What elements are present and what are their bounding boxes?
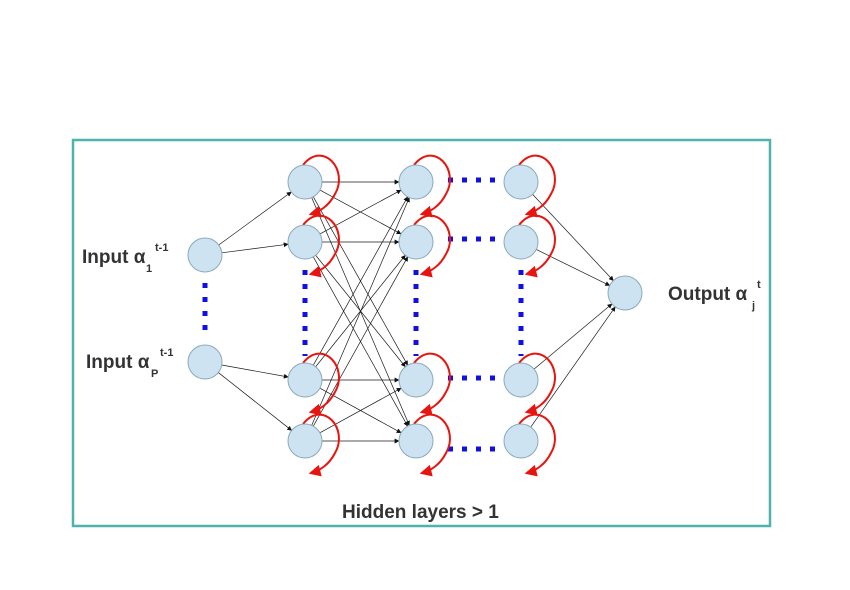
- output-superscript: t: [757, 279, 761, 291]
- edge-h1-4-h2-1: [311, 197, 410, 426]
- hidden1-node-2: [287, 224, 323, 260]
- edge-h3-1-output: [532, 194, 614, 281]
- recurrent-loops: [302, 154, 556, 477]
- recurrent-loop-h3-1: [518, 154, 556, 218]
- hidden1-node-3: [287, 362, 323, 398]
- hidden2-node-1: [398, 164, 434, 200]
- input-first-text: Input α: [82, 247, 146, 268]
- edge-input1-h1-2: [221, 242, 289, 254]
- edge-input1-h1-1: [218, 191, 292, 246]
- edge-h1-2-h2-1: [319, 189, 402, 235]
- recurrent-loop-h2-2: [413, 214, 451, 278]
- edge-h1-4-h2-3: [319, 387, 402, 434]
- edge-h3-4-output: [530, 306, 616, 428]
- connections: [218, 179, 616, 444]
- recurrent-loop-h1-1: [302, 154, 340, 218]
- input-node-1: [187, 237, 223, 273]
- input-first-label: Input α 1 t-1: [82, 242, 168, 275]
- neurons: [187, 164, 643, 459]
- hidden3-node-2: [503, 224, 539, 260]
- input-last-superscript: t-1: [160, 347, 173, 359]
- hidden3-node-4: [503, 423, 539, 459]
- input-node-2: [187, 344, 223, 380]
- hidden2-node-3: [398, 362, 434, 398]
- recurrent-loop-h3-2: [518, 214, 556, 278]
- recurrent-loop-h3-4: [518, 413, 556, 477]
- recurrent-loop-h3-3: [518, 352, 556, 416]
- recurrent-loop-h1-3: [302, 352, 340, 416]
- hidden2-node-2: [398, 224, 434, 260]
- output-subscript: j: [751, 300, 755, 312]
- recurrent-loop-h2-1: [413, 154, 451, 218]
- hidden2-node-4: [398, 423, 434, 459]
- hidden3-node-1: [503, 164, 539, 200]
- edge-inputP-h1-3: [221, 364, 289, 379]
- ellipsis-dots: [202, 177, 524, 452]
- recurrent-loop-h2-3: [413, 352, 451, 416]
- recurrent-loop-h1-2: [302, 214, 340, 278]
- hidden1-node-1: [287, 164, 323, 200]
- edge-h1-4-h2-2: [312, 256, 409, 427]
- input-last-text: Input α: [86, 352, 150, 373]
- input-last-label: Input α P t-1: [86, 347, 173, 380]
- output-text: Output α: [668, 284, 748, 305]
- hidden3-node-3: [503, 362, 539, 398]
- edge-h1-3-h2-1: [313, 196, 408, 366]
- output-label: Output α j t: [668, 279, 761, 312]
- edge-inputP-h1-4: [218, 372, 293, 431]
- diagram-frame: [71, 138, 772, 528]
- hidden-layers-caption: Hidden layers > 1: [342, 502, 499, 523]
- edge-h3-3-output: [533, 303, 613, 370]
- input-first-subscript: 1: [146, 263, 152, 275]
- hidden1-node-4: [287, 423, 323, 459]
- input-last-subscript: P: [151, 368, 158, 380]
- output-node: [607, 275, 643, 311]
- edge-h3-2-output: [536, 249, 611, 286]
- recurrent-loop-h2-4: [413, 413, 451, 477]
- input-first-superscript: t-1: [155, 242, 168, 254]
- recurrent-loop-h1-4: [302, 413, 340, 477]
